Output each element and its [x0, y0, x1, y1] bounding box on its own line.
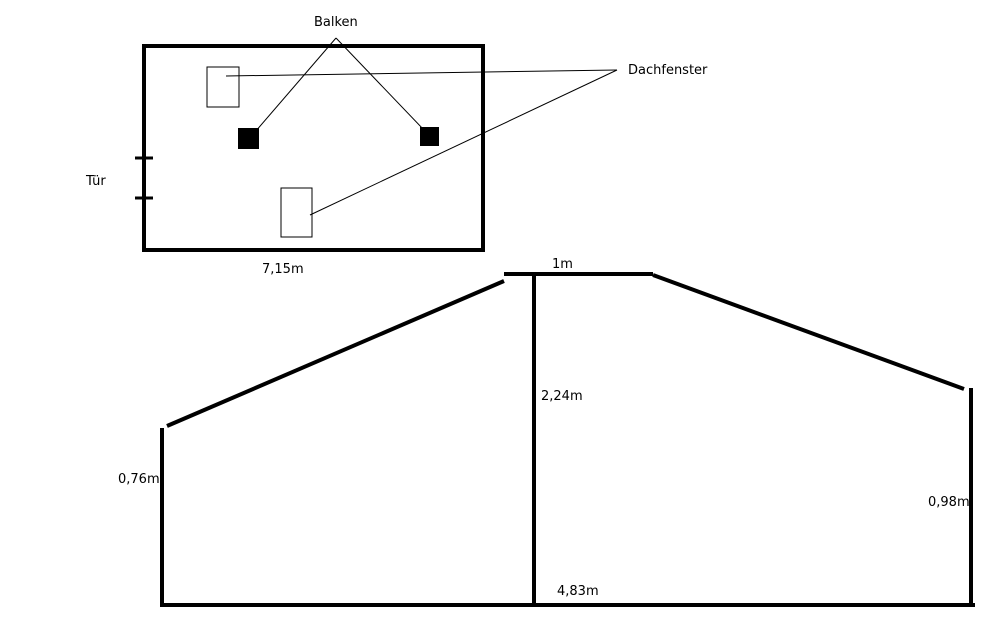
cross-section: 1m 2,24m 0,76m 0,98m 4,83m	[118, 257, 975, 607]
skylight-top	[206, 66, 240, 108]
left-roof-slope	[166, 279, 505, 428]
right-roof-slope	[652, 273, 965, 391]
door-label: Tür	[85, 174, 106, 189]
beam-left	[238, 128, 259, 149]
right-wall-height-label: 0,98m	[928, 495, 970, 510]
ridge-width-label: 1m	[552, 257, 573, 272]
beam-right	[420, 127, 439, 146]
skylight-bottom	[280, 187, 313, 238]
skylights-label: Dachfenster	[628, 63, 708, 78]
room-outline	[142, 44, 485, 252]
floor-plan: Tür Balken Dachfenster 7,15m	[85, 15, 708, 277]
left-wall-height-label: 0,76m	[118, 472, 160, 487]
beam-leader-left	[254, 37, 337, 133]
room-width-label: 7,15m	[262, 262, 304, 277]
beams-label: Balken	[314, 15, 358, 30]
skylight-leader-bottom	[309, 69, 618, 216]
skylight-leader-top	[225, 69, 618, 77]
base-width-label: 4,83m	[557, 584, 599, 599]
ridge-height-label: 2,24m	[541, 389, 583, 404]
beam-leader-right	[335, 37, 425, 131]
